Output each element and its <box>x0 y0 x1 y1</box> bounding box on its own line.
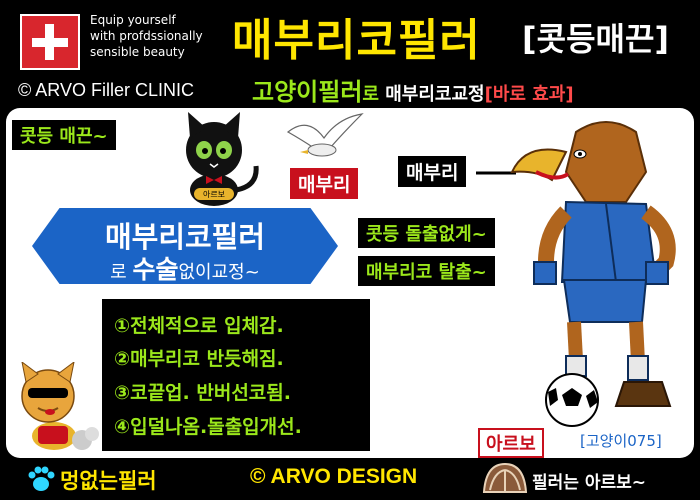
cat-badge-text: 아르보 <box>203 189 225 199</box>
black-cat-mascot: 아르보 <box>186 112 259 206</box>
brand-tag: 아르보 <box>478 428 544 458</box>
list-item: ①전체적으로 입체감. <box>114 315 284 337</box>
list-item: ③코끝업. 반버선코됨. <box>114 382 291 404</box>
seagull-label: 매부리 <box>290 168 359 199</box>
clinic-name: © ARVO Filler CLINIC <box>18 80 194 100</box>
hexagon-sub-c: 없이교정~ <box>178 262 260 283</box>
label-pointer-line <box>476 171 516 175</box>
list-item: ②매부리코 반듯해짐. <box>114 348 284 370</box>
hexagon-sub-b: 수술 <box>132 255 179 284</box>
no-surgery-hexagon: 매부리코필러 로 수술없이교정~ <box>32 208 338 284</box>
subtitle-particle: 로 <box>362 84 386 105</box>
list-item: ④입덜나옴.돌출입개선. <box>114 416 302 438</box>
subtitle-effect: [바로 효과] <box>484 84 574 105</box>
effects-list: ①전체적으로 입체감. ②매부리코 반듯해짐. ③코끝업. 반버선코됨. ④입덜… <box>102 299 370 451</box>
code-tag: [고양이075] <box>580 432 662 450</box>
shell-icon <box>482 462 528 493</box>
tag-no-bump: 콧등 돌출없게~ <box>358 218 495 248</box>
slogan-line: Equip yourself <box>90 13 176 27</box>
slogan-line: sensible beauty <box>90 45 185 59</box>
footer-slogan: 필러는 아르보~ <box>532 473 647 493</box>
subtitle-correction: 매부리코교정 <box>385 84 485 105</box>
hexagon-subtitle: 로 수술없이교정~ <box>32 250 338 284</box>
tag-smooth-bridge: 콧등 매끈~ <box>12 120 116 150</box>
subtitle-row: 고양이필러로 매부리코교정[바로 효과] <box>252 72 574 107</box>
tiger-cat-mascot <box>21 362 99 450</box>
eagle-label: 매부리 <box>398 156 467 187</box>
hexagon-title: 매부리코필러 <box>104 220 266 254</box>
footer-copyright: © ARVO DESIGN <box>250 465 418 488</box>
main-title: 매부리코필러 <box>232 15 481 66</box>
content-panel: 콧등 매끈~ 아르보 매부리 매부리 <box>6 108 694 458</box>
tag-escape-hooked-nose: 매부리코 탈출~ <box>358 256 495 286</box>
slogan-line: with profdssionally <box>90 29 203 43</box>
subtitle-product: 고양이필러 <box>252 78 363 106</box>
seagull-icon <box>286 113 364 157</box>
hexagon-sub-a: 로 <box>110 262 133 283</box>
eagle-mascot <box>510 121 676 427</box>
footer-no-bruise: 멍없는필러 <box>60 469 157 493</box>
swiss-cross-logo <box>20 14 80 70</box>
bracket-title: [콧등매끈] <box>522 20 670 58</box>
slogan: Equip yourself with profdssionally sensi… <box>90 12 203 60</box>
paw-icon <box>28 466 55 491</box>
